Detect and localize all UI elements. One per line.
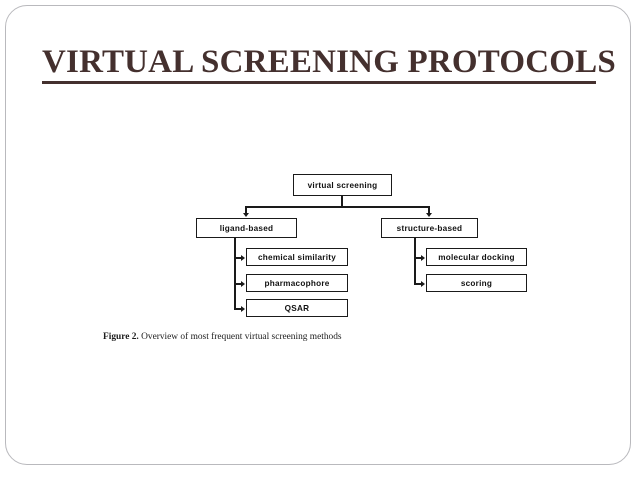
node-ligand-based: ligand-based (196, 218, 297, 238)
node-chemical-similarity: chemical similarity (246, 248, 348, 266)
edge-root-stem (341, 196, 343, 207)
arrow-right-icon-qsar (241, 305, 245, 312)
node-label: scoring (460, 278, 493, 288)
arrow-right-icon-chemical-similarity (241, 254, 245, 261)
edge-ligand-branch-spine (234, 238, 236, 310)
node-pharmacophore: pharmacophore (246, 274, 348, 292)
arrow-down-icon-ligand-based (242, 213, 249, 217)
slide-frame-border (5, 5, 631, 465)
node-label: virtual screening (307, 180, 378, 190)
node-label: ligand-based (219, 223, 274, 233)
title-underline (42, 81, 596, 84)
figure-caption-text: Overview of most frequent virtual screen… (138, 332, 342, 342)
node-structure-based: structure-based (381, 218, 478, 238)
edge-structure-to-scoring (414, 283, 422, 285)
node-label: structure-based (396, 223, 463, 233)
edge-root-to-ligand-based (245, 206, 247, 214)
figure-caption-label: Figure 2. (103, 332, 139, 342)
edge-root-bus (245, 206, 430, 208)
node-virtual-screening: virtual screening (293, 174, 392, 196)
node-label: chemical similarity (257, 252, 337, 262)
arrow-right-icon-molecular-docking (421, 254, 425, 261)
edge-ligand-to-qsar (234, 308, 242, 310)
edge-ligand-to-chemical-similarity (234, 257, 242, 259)
edge-root-to-structure-based (428, 206, 430, 214)
node-label: QSAR (284, 303, 310, 313)
figure-caption: Figure 2. Overview of most frequent virt… (103, 332, 342, 342)
edge-ligand-to-pharmacophore (234, 283, 242, 285)
edge-structure-branch-spine (414, 238, 416, 285)
node-molecular-docking: molecular docking (426, 248, 527, 266)
node-label: pharmacophore (264, 278, 330, 288)
node-label: molecular docking (438, 252, 515, 262)
node-scoring: scoring (426, 274, 527, 292)
arrow-right-icon-scoring (421, 280, 425, 287)
arrow-right-icon-pharmacophore (241, 280, 245, 287)
node-qsar: QSAR (246, 299, 348, 317)
page-title: VIRTUAL SCREENING PROTOCOLS (42, 44, 616, 80)
arrow-down-icon-structure-based (426, 213, 432, 217)
title-block: VIRTUAL SCREENING PROTOCOLS (42, 44, 616, 84)
edge-structure-to-molecular-docking (414, 257, 422, 259)
